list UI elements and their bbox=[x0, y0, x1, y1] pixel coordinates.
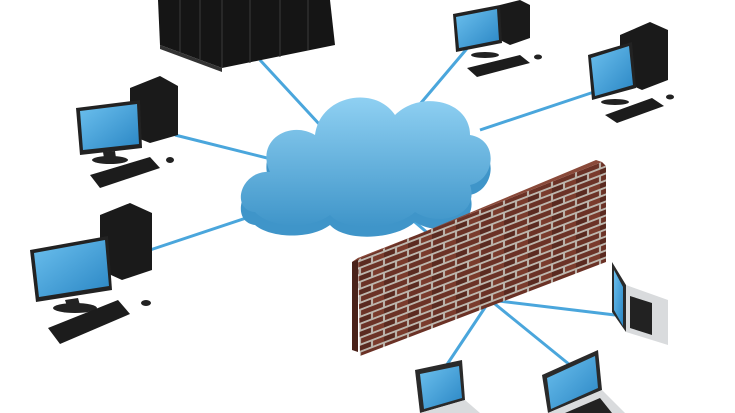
cloud-icon bbox=[240, 97, 491, 237]
laptop-icon bbox=[612, 262, 668, 345]
desktop-computer-icon bbox=[453, 0, 542, 77]
laptop-icon bbox=[415, 360, 480, 413]
link-right-pc bbox=[479, 88, 601, 132]
laptop-icon bbox=[542, 350, 625, 413]
firewall-icon bbox=[352, 160, 606, 356]
desktop-computer-icon bbox=[30, 203, 152, 344]
link-left-pc bbox=[174, 133, 276, 162]
link-laptop-bottom bbox=[438, 299, 492, 376]
link-laptop-bottom-right bbox=[489, 298, 571, 367]
link-laptop-right bbox=[489, 298, 616, 317]
desktop-computer-icon bbox=[588, 22, 674, 123]
link-top-right-pc bbox=[413, 44, 472, 111]
server-rack-icon bbox=[158, 0, 335, 72]
desktop-computer-icon bbox=[76, 76, 178, 188]
link-server bbox=[258, 58, 322, 127]
link-lower-left-pc bbox=[149, 213, 256, 252]
